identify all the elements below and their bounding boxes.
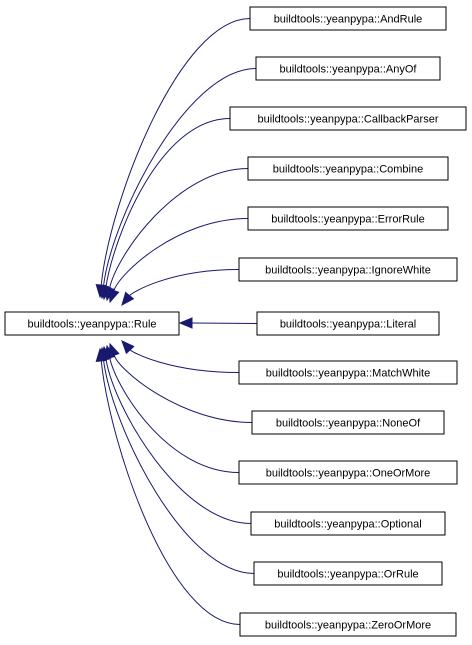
- inheritance-edge-literal: [191, 322, 258, 324]
- class-box-ignore-white: [238, 257, 458, 282]
- class-label-callback-parser: buildtools::yeanpypa::CallbackParser: [258, 114, 439, 126]
- arrowhead-literal: [178, 317, 193, 329]
- class-box-error-rule: [247, 206, 449, 231]
- class-node-literal[interactable]: buildtools::yeanpypa::Literal: [256, 311, 440, 336]
- class-box-or-rule: [253, 561, 443, 586]
- class-nodes: buildtools::yeanpypa::Rule buildtools::y…: [4, 6, 467, 637]
- inheritance-edge-optional: [105, 358, 252, 524]
- inheritance-edge-match-white: [129, 349, 240, 373]
- class-node-one-or-more[interactable]: buildtools::yeanpypa::OneOrMore: [238, 460, 458, 485]
- inheritance-edge-combine: [109, 168, 249, 289]
- class-box-optional: [250, 511, 446, 536]
- inheritance-edge-callback-parser: [105, 118, 231, 288]
- inheritance-edge-none-of: [113, 355, 253, 423]
- class-node-ignore-white[interactable]: buildtools::yeanpypa::IgnoreWhite: [238, 257, 458, 282]
- base-class-node[interactable]: buildtools::yeanpypa::Rule: [4, 311, 180, 336]
- class-node-and-rule[interactable]: buildtools::yeanpypa::AndRule: [249, 6, 447, 31]
- inheritance-edge-any-of: [102, 68, 257, 287]
- arrowhead-match-white: [121, 340, 135, 355]
- class-label-or-rule: buildtools::yeanpypa::OrRule: [277, 569, 418, 581]
- base-class-label: buildtools::yeanpypa::Rule: [27, 319, 156, 331]
- class-box-none-of: [251, 410, 445, 435]
- class-node-or-rule[interactable]: buildtools::yeanpypa::OrRule: [253, 561, 443, 586]
- class-node-callback-parser[interactable]: buildtools::yeanpypa::CallbackParser: [229, 106, 467, 131]
- class-node-zero-or-more[interactable]: buildtools::yeanpypa::ZeroOrMore: [239, 612, 457, 637]
- class-label-match-white: buildtools::yeanpypa::MatchWhite: [266, 368, 430, 380]
- class-label-error-rule: buildtools::yeanpypa::ErrorRule: [271, 214, 424, 226]
- inheritance-edge-or-rule: [103, 359, 255, 574]
- arrowhead-error-rule: [108, 288, 120, 304]
- class-box-any-of: [255, 56, 441, 81]
- inheritance-edge-and-rule: [100, 18, 251, 286]
- class-label-one-or-more: buildtools::yeanpypa::OneOrMore: [266, 468, 430, 480]
- inheritance-edge-zero-or-more: [100, 360, 241, 625]
- inheritance-edge-one-or-more: [109, 357, 240, 473]
- class-label-and-rule: buildtools::yeanpypa::AndRule: [274, 14, 423, 26]
- class-box-literal: [256, 311, 440, 336]
- inheritance-edges: [100, 18, 258, 625]
- class-label-any-of: buildtools::yeanpypa::AnyOf: [280, 64, 418, 76]
- inheritance-edge-ignore-white: [129, 269, 240, 297]
- class-label-optional: buildtools::yeanpypa::Optional: [274, 519, 421, 531]
- arrowhead-ignore-white: [121, 291, 135, 307]
- class-box-callback-parser: [229, 106, 467, 131]
- inheritance-arrowheads: [95, 283, 193, 363]
- class-node-error-rule[interactable]: buildtools::yeanpypa::ErrorRule: [247, 206, 449, 231]
- class-node-match-white[interactable]: buildtools::yeanpypa::MatchWhite: [238, 360, 458, 385]
- arrowhead-zero-or-more: [95, 347, 108, 363]
- class-box-and-rule: [249, 6, 447, 31]
- class-label-ignore-white: buildtools::yeanpypa::IgnoreWhite: [265, 265, 431, 277]
- class-node-none-of[interactable]: buildtools::yeanpypa::NoneOf: [251, 410, 445, 435]
- class-box-combine: [247, 156, 449, 181]
- class-box-one-or-more: [238, 460, 458, 485]
- class-label-combine: buildtools::yeanpypa::Combine: [273, 164, 423, 176]
- class-label-zero-or-more: buildtools::yeanpypa::ZeroOrMore: [265, 620, 431, 632]
- class-node-optional[interactable]: buildtools::yeanpypa::Optional: [250, 511, 446, 536]
- class-node-any-of[interactable]: buildtools::yeanpypa::AnyOf: [255, 56, 441, 81]
- class-label-literal: buildtools::yeanpypa::Literal: [280, 319, 416, 331]
- class-box-zero-or-more: [239, 612, 457, 637]
- inheritance-edge-error-rule: [113, 218, 249, 291]
- base-class-box: [4, 311, 180, 336]
- class-node-combine[interactable]: buildtools::yeanpypa::Combine: [247, 156, 449, 181]
- class-box-match-white: [238, 360, 458, 385]
- class-label-none-of: buildtools::yeanpypa::NoneOf: [276, 418, 421, 430]
